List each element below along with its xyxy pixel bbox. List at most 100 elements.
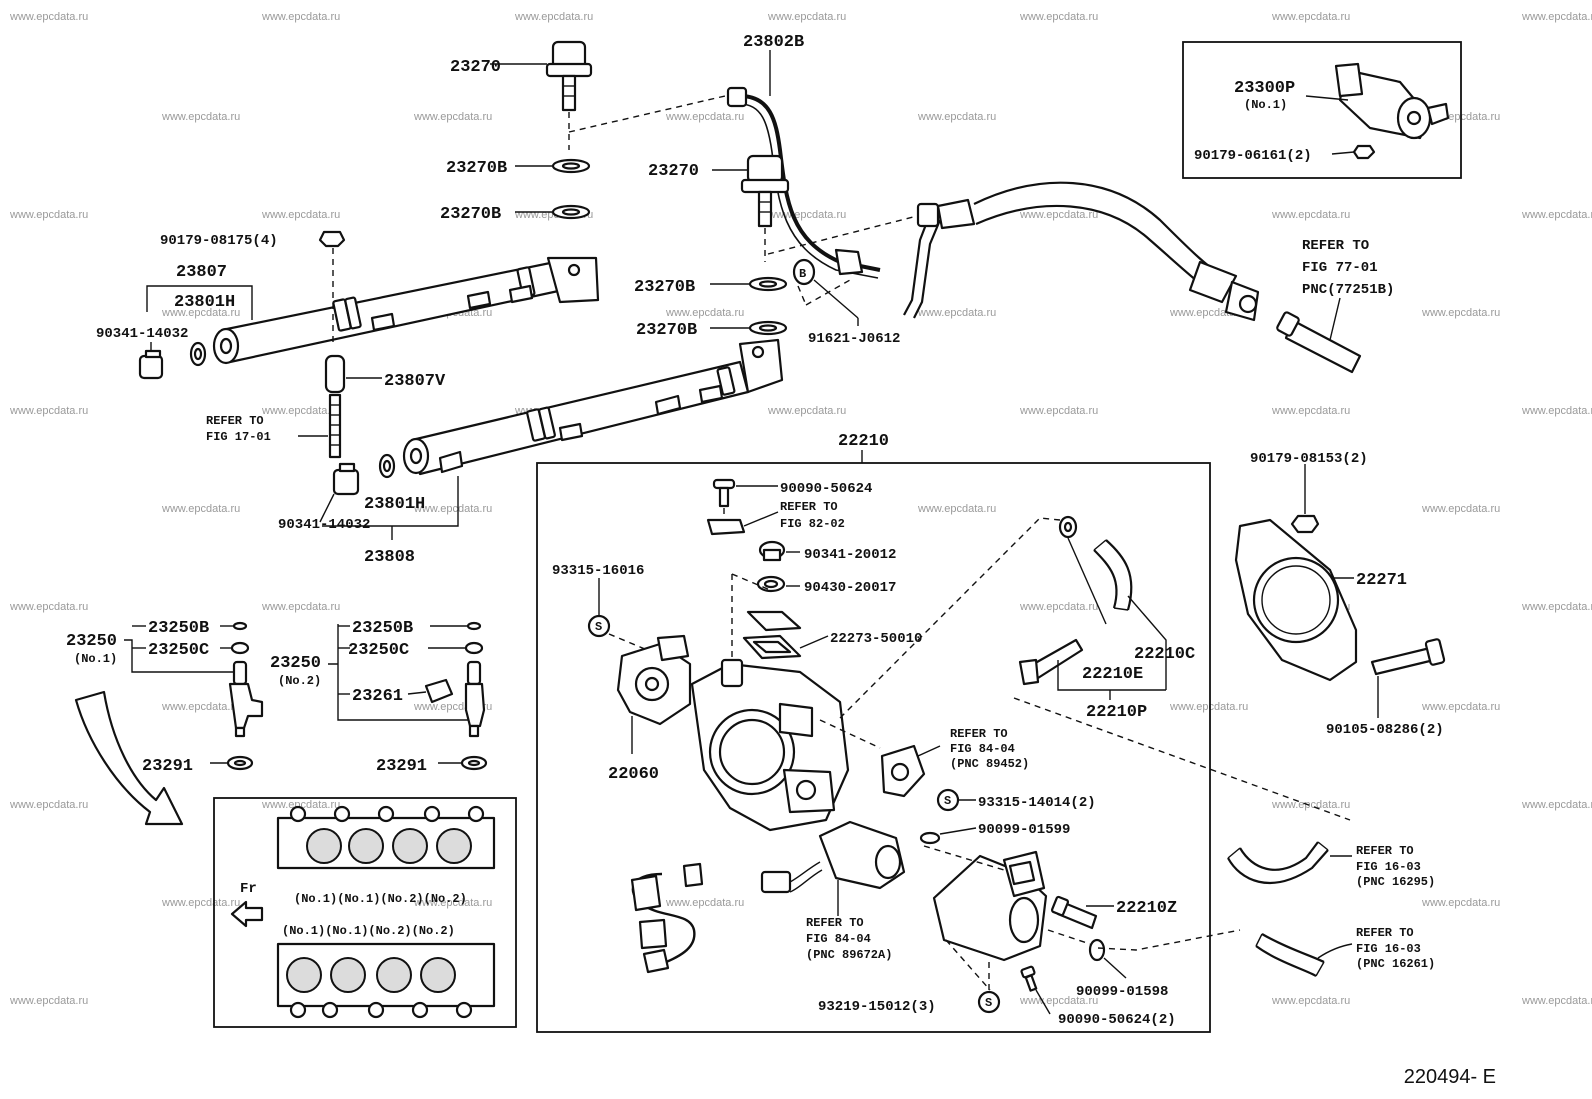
svg-text:www.epcdata.ru: www.epcdata.ru bbox=[767, 209, 846, 221]
svg-text:www.epcdata.ru: www.epcdata.ru bbox=[413, 503, 492, 515]
label-23250b-b: 23250B bbox=[352, 619, 413, 638]
svg-text:www.epcdata.ru: www.epcdata.ru bbox=[1421, 897, 1500, 909]
refer-fig77-line1: REFER TO bbox=[1302, 238, 1369, 254]
svg-text:www.epcdata.ru: www.epcdata.ru bbox=[261, 209, 340, 221]
label-23807: 23807 bbox=[176, 263, 227, 282]
svg-text:www.epcdata.ru: www.epcdata.ru bbox=[665, 307, 744, 319]
o-ring-23270b-c bbox=[710, 276, 788, 292]
o-ring-90099-01599 bbox=[919, 827, 977, 845]
s-marker-93315-14014: S bbox=[936, 788, 976, 812]
hose-fig16-16261 bbox=[1255, 933, 1353, 977]
label-22210e: 22210E bbox=[1082, 665, 1143, 684]
label-90090-50624: 90090-50624 bbox=[780, 481, 872, 497]
label-23807v: 23807V bbox=[384, 372, 446, 391]
refer-fig16a-line1: REFER TO bbox=[1356, 844, 1414, 858]
injector-23250-no1 bbox=[220, 621, 264, 738]
svg-text:www.epcdata.ru: www.epcdata.ru bbox=[1271, 405, 1350, 417]
label-22060: 22060 bbox=[608, 765, 659, 784]
svg-text:www.epcdata.ru: www.epcdata.ru bbox=[1271, 799, 1350, 811]
fuel-rail-lower bbox=[402, 338, 784, 476]
refer-fig16a-line3: (PNC 16295) bbox=[1356, 875, 1435, 889]
svg-text:www.epcdata.ru: www.epcdata.ru bbox=[1421, 307, 1500, 319]
fuel-pipe-end-77251b bbox=[1276, 297, 1362, 374]
svg-text:S: S bbox=[985, 996, 992, 1010]
hose-fig16-16295 bbox=[1227, 841, 1352, 885]
label-23270b-c: 23270B bbox=[634, 278, 695, 297]
label-22210p: 22210P bbox=[1086, 703, 1147, 722]
svg-text:www.epcdata.ru: www.epcdata.ru bbox=[9, 11, 88, 23]
svg-text:www.epcdata.ru: www.epcdata.ru bbox=[1521, 995, 1592, 1007]
label-93219-15012: 93219-15012(3) bbox=[818, 999, 936, 1015]
svg-text:www.epcdata.ru: www.epcdata.ru bbox=[1019, 995, 1098, 1007]
svg-text:www.epcdata.ru: www.epcdata.ru bbox=[9, 601, 88, 613]
nut-90179-08175 bbox=[318, 230, 346, 345]
label-23291-a: 23291 bbox=[142, 757, 193, 776]
actuator-fig84-89672a bbox=[760, 820, 906, 916]
plug-90341-20012 bbox=[758, 540, 800, 562]
hose-22210e bbox=[1018, 638, 1084, 686]
label-93315-16016: 93315-16016 bbox=[552, 563, 644, 579]
label-23291-b: 23291 bbox=[376, 757, 427, 776]
svg-text:www.epcdata.ru: www.epcdata.ru bbox=[917, 111, 996, 123]
arrow-curved bbox=[74, 690, 184, 826]
spacer-23807v bbox=[324, 354, 382, 394]
gasket-23801h-b bbox=[378, 453, 396, 479]
label-23270b-b: 23270B bbox=[440, 205, 501, 224]
svg-text:www.epcdata.ru: www.epcdata.ru bbox=[917, 307, 996, 319]
label-23250-b: 23250 bbox=[270, 654, 321, 673]
clip-b-marker: B bbox=[792, 258, 859, 319]
pressure-regulator-top bbox=[490, 40, 726, 150]
svg-text:www.epcdata.ru: www.epcdata.ru bbox=[1019, 405, 1098, 417]
svg-text:www.epcdata.ru: www.epcdata.ru bbox=[917, 503, 996, 515]
label-90179-08175: 90179-08175(4) bbox=[160, 233, 278, 249]
cylinder-head-lower bbox=[276, 942, 496, 1019]
plug-90341-14032-b bbox=[319, 462, 360, 523]
refer-fig84a-line2: FIG 84-04 bbox=[950, 742, 1015, 756]
label-fr: Fr bbox=[240, 881, 257, 897]
svg-text:www.epcdata.ru: www.epcdata.ru bbox=[1271, 11, 1350, 23]
o-ring-23270b-b bbox=[515, 204, 591, 220]
refer-fig84a-line3: (PNC 89452) bbox=[950, 757, 1029, 771]
injector-23250-no2 bbox=[428, 621, 486, 738]
wire-harness-connector bbox=[630, 862, 704, 974]
throttle-position-sensor-22060 bbox=[616, 634, 692, 754]
refer-fig84a-line1: REFER TO bbox=[950, 727, 1008, 741]
svg-text:www.epcdata.ru: www.epcdata.ru bbox=[9, 405, 88, 417]
svg-text:www.epcdata.ru: www.epcdata.ru bbox=[9, 995, 88, 1007]
svg-text:www.epcdata.ru: www.epcdata.ru bbox=[1521, 209, 1592, 221]
svg-text:www.epcdata.ru: www.epcdata.ru bbox=[161, 701, 240, 713]
label-23250b-a: 23250B bbox=[148, 619, 209, 638]
figure-code: 220494- E bbox=[1404, 1066, 1496, 1088]
svg-text:www.epcdata.ru: www.epcdata.ru bbox=[767, 405, 846, 417]
gasket-22271 bbox=[1234, 518, 1358, 682]
label-23250-a: 23250 bbox=[66, 632, 117, 651]
refer-fig16b-line2: FIG 16-03 bbox=[1356, 942, 1421, 956]
svg-text:B: B bbox=[799, 267, 806, 281]
label-90341-14032-b: 90341-14032 bbox=[278, 517, 370, 533]
svg-text:www.epcdata.ru: www.epcdata.ru bbox=[1521, 799, 1592, 811]
sensor-22210z bbox=[1050, 895, 1114, 930]
refer-fig17-line2: FIG 17-01 bbox=[206, 430, 271, 444]
fuel-filter-23300p bbox=[1305, 62, 1450, 140]
label-23270b-a: 23270B bbox=[446, 159, 507, 178]
fuel-rail-upper bbox=[212, 256, 600, 365]
svg-text:www.epcdata.ru: www.epcdata.ru bbox=[9, 799, 88, 811]
label-22210z: 22210Z bbox=[1116, 899, 1177, 918]
svg-text:www.epcdata.ru: www.epcdata.ru bbox=[161, 897, 240, 909]
label-23270-center: 23270 bbox=[648, 162, 699, 181]
label-23802b: 23802B bbox=[743, 33, 804, 52]
refer-fig17-line1: REFER TO bbox=[206, 414, 264, 428]
label-90099-01599: 90099-01599 bbox=[978, 822, 1070, 838]
o-ring-23270b-a bbox=[515, 158, 591, 174]
refer-fig84b-line1: REFER TO bbox=[806, 916, 864, 930]
refer-fig84b-line3: (PNC 89672A) bbox=[806, 948, 892, 962]
throttle-body-main bbox=[690, 573, 881, 832]
svg-text:www.epcdata.ru: www.epcdata.ru bbox=[1271, 995, 1350, 1007]
refer-fig82-line2: FIG 82-02 bbox=[780, 517, 845, 531]
hose-22210c bbox=[1067, 537, 1167, 690]
label-90090-50624-2: 90090-50624(2) bbox=[1058, 1012, 1176, 1028]
cushion-23261 bbox=[407, 678, 454, 704]
refer-fig77-line2: FIG 77-01 bbox=[1302, 260, 1378, 276]
svg-text:www.epcdata.ru: www.epcdata.ru bbox=[9, 209, 88, 221]
